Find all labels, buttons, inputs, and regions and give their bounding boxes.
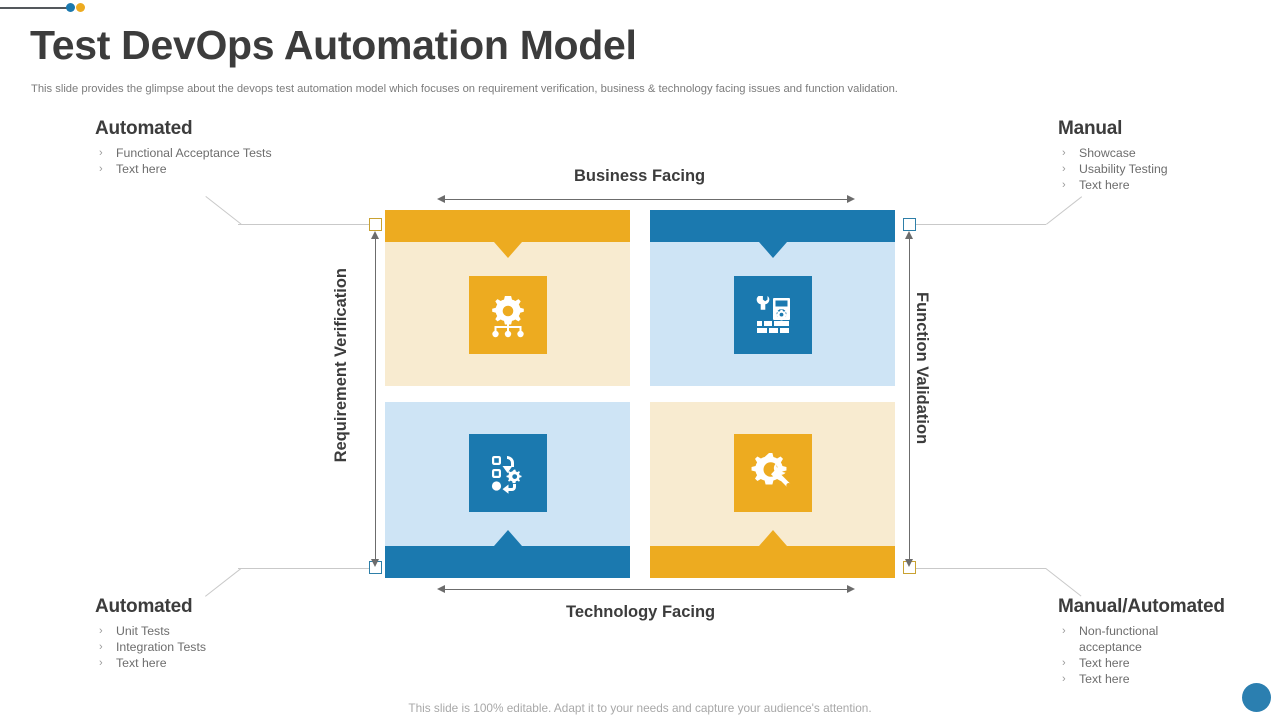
callout-list: ›Non-functional acceptance ›Text here ›T… [1058,623,1225,687]
axis-arrow-right-up [905,231,913,239]
axis-arrow-left-up [371,231,379,239]
process-flow-gear-icon [468,434,547,512]
quadrant-top-left[interactable] [385,210,630,386]
list-item: ›Text here [1062,656,1130,670]
chevron-right-icon: › [1062,625,1066,637]
chevron-right-icon: › [99,625,103,637]
chevron-right-icon: › [99,147,103,159]
axis-arrow-right-down [905,559,913,567]
axis-label-bottom: Technology Facing [566,603,716,621]
quadrant-notch [493,242,522,258]
callout-list: ›Unit Tests ›Integration Tests ›Text her… [95,623,206,671]
chevron-right-icon: › [99,163,103,175]
axis-line-right [909,238,910,560]
callout-bottom-left[interactable]: Automated ›Unit Tests ›Integration Tests… [95,596,206,671]
quadrant-band [650,210,895,242]
chevron-right-icon: › [99,657,103,669]
quadrant-top-right[interactable] [650,210,895,386]
axis-line-top [444,199,848,200]
decorative-dot-gold [76,3,85,12]
axis-arrow-bottom-left [437,585,445,593]
axis-arrow-left-down [371,559,379,567]
callout-title: Automated [95,118,193,139]
chevron-right-icon: › [1062,673,1066,685]
chevron-right-icon: › [1062,657,1066,669]
callout-title: Manual/Automated [1058,596,1225,617]
footer-note: This slide is 100% editable. Adapt it to… [408,701,872,715]
list-item: ›Text here [1062,672,1130,686]
quadrant-notch [493,530,522,546]
connector-marker-top-right [903,218,916,231]
callout-list: ›Showcase ›Usability Testing ›Text here [1058,145,1168,193]
list-item: ›Text here [99,656,167,670]
axis-label-right: Function Validation [913,292,931,445]
quadrant-band [650,546,895,578]
chevron-right-icon: › [1062,163,1066,175]
axis-line-bottom [444,589,848,590]
quadrant-notch [758,530,787,546]
gear-hierarchy-icon [468,276,547,354]
list-item: ›Non-functional acceptance [1062,624,1159,654]
list-item: ›Text here [1062,178,1130,192]
axis-arrow-top-right [847,195,855,203]
quadrant-bottom-left[interactable] [385,402,630,578]
decorative-line [0,7,72,9]
quadrant-band [385,210,630,242]
decorative-dot-blue [66,3,75,12]
list-item: ›Usability Testing [1062,162,1168,176]
list-item: ›Showcase [1062,146,1136,160]
page-subtitle: This slide provides the glimpse about th… [31,83,898,95]
quadrant-notch [758,242,787,258]
list-item: ›Functional Acceptance Tests [99,146,272,160]
callout-title: Automated [95,596,193,617]
list-item: ›Unit Tests [99,624,170,638]
callout-bottom-right[interactable]: Manual/Automated ›Non-functional accepta… [1058,596,1225,687]
axis-label-left: Requirement Verification [332,268,350,463]
list-item: ›Text here [99,162,167,176]
decorative-circle [1242,683,1271,712]
axis-arrow-top-left [437,195,445,203]
chevron-right-icon: › [99,641,103,653]
gear-wrench-icon [733,434,812,512]
callout-top-right[interactable]: Manual ›Showcase ›Usability Testing ›Tex… [1058,118,1168,193]
connector-marker-top-left [369,218,382,231]
quadrant-band [385,546,630,578]
axis-label-top: Business Facing [574,167,706,185]
chevron-right-icon: › [1062,179,1066,191]
callout-list: ›Functional Acceptance Tests ›Text here [95,145,272,177]
quadrant-matrix [385,210,895,578]
quadrant-bottom-right[interactable] [650,402,895,578]
list-item: ›Integration Tests [99,640,207,654]
axis-arrow-bottom-right [847,585,855,593]
callout-top-left[interactable]: Automated ›Functional Acceptance Tests ›… [95,118,272,177]
page-title: Test DevOps Automation Model [30,22,637,68]
callout-title: Manual [1058,118,1123,139]
axis-line-left [375,238,376,560]
chevron-right-icon: › [1062,147,1066,159]
tools-equipment-icon [733,276,812,354]
